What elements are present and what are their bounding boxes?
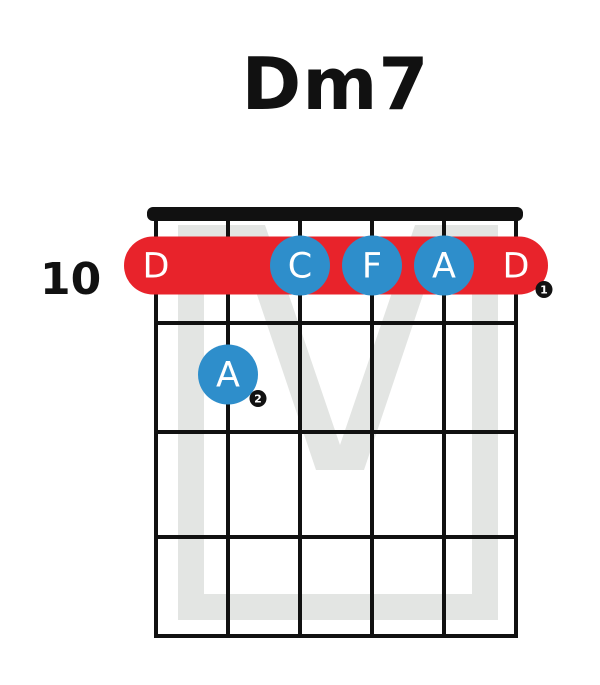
note-dot <box>270 235 330 296</box>
note-label: F <box>362 247 382 287</box>
finger-dot <box>535 281 553 298</box>
top-bar <box>147 207 523 221</box>
fret-number: 10 <box>40 254 102 305</box>
note-dot <box>414 235 474 296</box>
barre-bar <box>124 236 548 295</box>
chord-name: Dm7 <box>241 42 430 126</box>
note-label: D <box>143 247 170 287</box>
finger-number: 1 <box>540 284 548 297</box>
note-dot <box>198 344 258 405</box>
note-dot <box>342 235 402 296</box>
chord-marks: D C F A D A 2 1 <box>124 235 553 407</box>
finger-dot <box>249 390 267 407</box>
note-label: A <box>216 356 240 396</box>
finger-number: 2 <box>254 393 262 406</box>
note-label: C <box>288 247 312 287</box>
note-label: A <box>432 247 456 287</box>
note-label: D <box>503 247 530 287</box>
